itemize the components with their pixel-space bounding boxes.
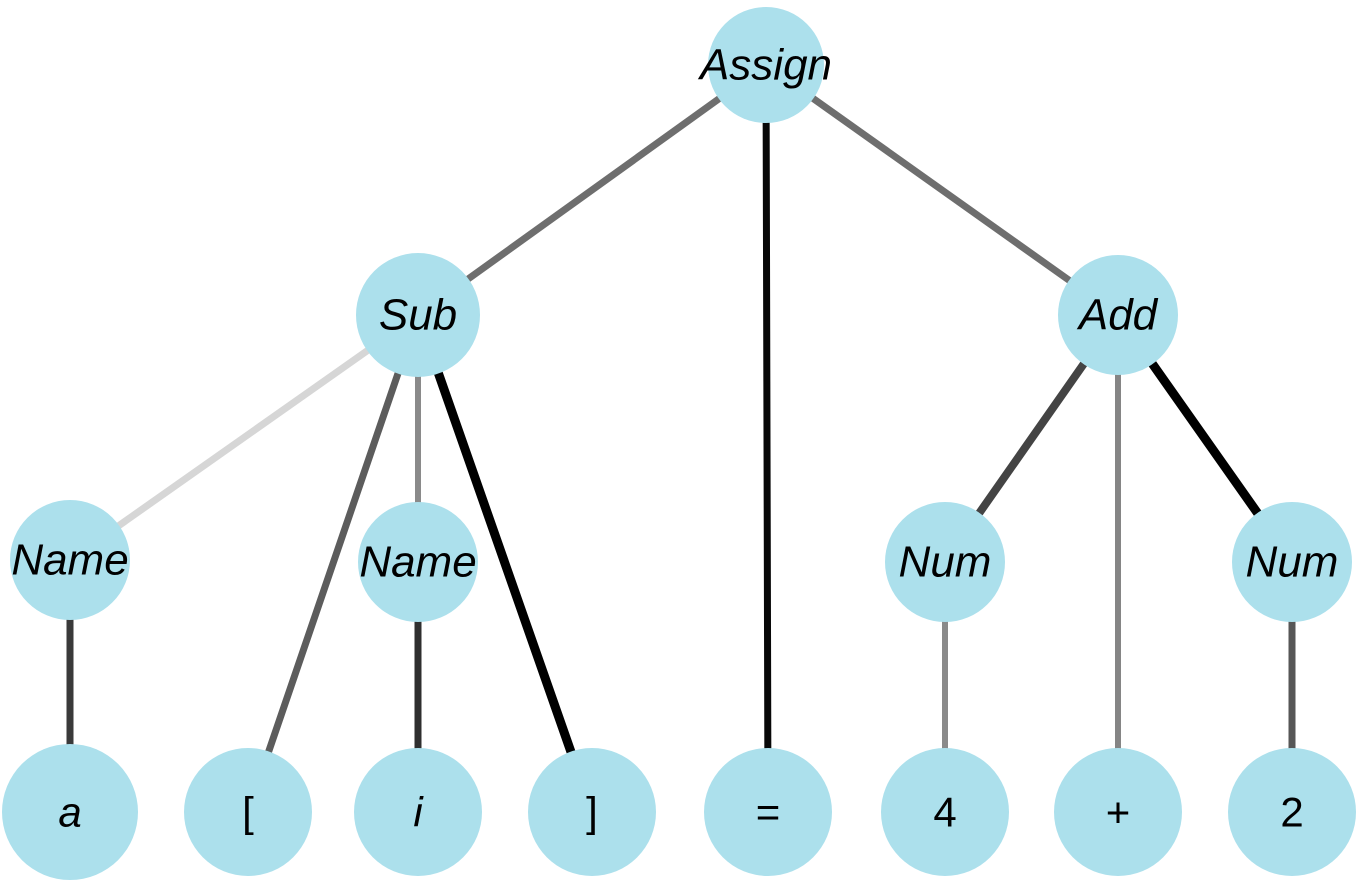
node-circle[interactable] [528,748,656,876]
tree-node-name_i[interactable]: Name [358,502,478,622]
node-label: Sub [379,291,457,340]
node-circle[interactable] [1232,502,1352,622]
node-label: Add [1076,291,1159,340]
node-label: a [58,789,81,836]
node-circle[interactable] [1058,255,1178,375]
node-label: Assign [697,41,832,90]
node-label: [ [242,789,254,836]
node-label: 4 [933,789,956,836]
node-label: Name [359,538,476,587]
tree-edge [968,350,1095,527]
node-circle[interactable] [1054,748,1182,876]
node-label: Name [11,536,128,585]
tree-edge [261,358,406,767]
node-circle[interactable] [10,500,130,620]
tree-edge [762,107,772,764]
node-label: i [413,789,424,836]
node-circle[interactable] [358,502,478,622]
node-circle[interactable] [885,502,1005,622]
edges-group [66,88,1296,768]
node-label: Num [1246,538,1339,587]
tree-node-tok_plus[interactable]: + [1054,748,1182,876]
node-circle[interactable] [2,744,138,880]
node-circle[interactable] [354,748,482,876]
node-circle[interactable] [881,748,1009,876]
tree-node-sub[interactable]: Sub [356,253,480,377]
tree-edge [1141,349,1269,528]
node-label: 2 [1280,789,1303,836]
tree-node-tok_lb[interactable]: [ [184,748,312,876]
node-label: Num [899,538,992,587]
tree-node-num_2[interactable]: Num [1232,502,1352,622]
node-circle[interactable] [1228,748,1356,876]
tree-edge [105,340,381,536]
node-circle[interactable] [356,253,480,377]
tree-node-num_4[interactable]: Num [885,502,1005,622]
node-circle[interactable] [708,7,824,123]
tree-edge [800,88,1083,291]
tree-node-add[interactable]: Add [1058,255,1178,375]
tree-node-tok_i[interactable]: i [354,748,482,876]
tree-node-name_a[interactable]: Name [10,500,130,620]
tree-node-tok_rb[interactable]: ] [528,748,656,876]
tree-node-tok_2[interactable]: 2 [1228,748,1356,876]
tree-edge [430,357,580,768]
node-circle[interactable] [184,748,312,876]
node-label: + [1106,789,1131,836]
node-label: = [756,789,781,836]
tree-node-tok_4[interactable]: 4 [881,748,1009,876]
node-label: ] [586,789,598,836]
tree-edge [455,88,733,290]
node-circle[interactable] [704,748,832,876]
tree-node-assign[interactable]: Assign [697,7,832,123]
tree-node-tok_a[interactable]: a [2,744,138,880]
tree-node-tok_eq[interactable]: = [704,748,832,876]
